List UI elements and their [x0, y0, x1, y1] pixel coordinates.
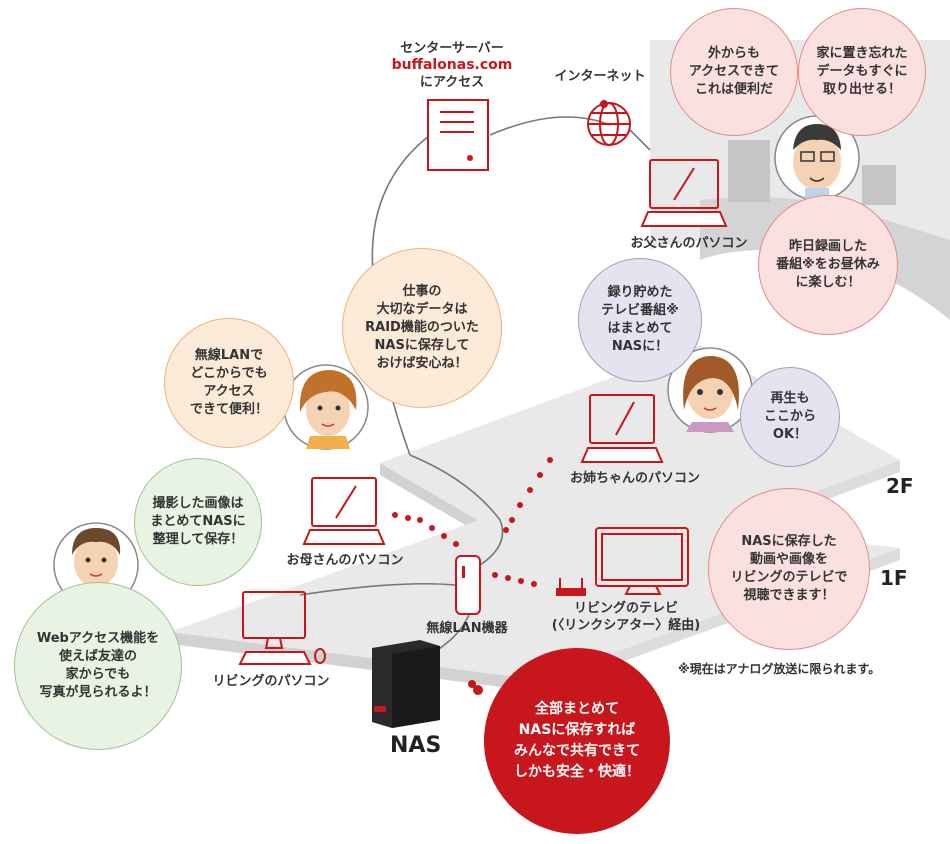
- sister-pc-label: お姉ちゃんのパソコン: [569, 471, 700, 486]
- bubble-tv-view: NASに保存した 動画や画像を リビングのテレビで 視聴できます！: [708, 488, 870, 650]
- bubble-tv-view-text: NASに保存した 動画や画像を リビングのテレビで 視聴できます！: [730, 534, 848, 603]
- living-tv-label-line2: (〈リンクシアター〉経由): [551, 618, 701, 633]
- link-theater-icon: [556, 578, 586, 596]
- bubble-mother-raid: 仕事の 大切なデータは RAID機能のついた NASに保存して おけば安心ね！: [342, 248, 502, 408]
- bubble-father-outside: 外からも アクセスできて これは便利だ: [670, 8, 798, 136]
- father-avatar: [774, 115, 860, 201]
- bubble-father-outside-text: 外からも アクセスできて これは便利だ: [688, 46, 780, 97]
- bubble-father-forgot: 家に置き忘れた データもすぐに 取り出せる！: [798, 8, 926, 136]
- tv-icon: [595, 527, 689, 595]
- floor-label-2f: 2F: [886, 474, 914, 498]
- bubble-sister-play: 再生も ここから OK！: [740, 367, 840, 467]
- bubble-sister-recorded-text: 録り貯めた テレビ番組※ はまとめて NASに！: [601, 285, 679, 354]
- living-pc-label: リビングのパソコン: [212, 674, 330, 689]
- bubble-mother-raid-text: 仕事の 大切なデータは RAID機能のついた NASに保存して おけば安心ね！: [365, 284, 479, 371]
- server-label-line1: センターサーバー: [400, 41, 504, 56]
- bubble-father-recorded: 昨日録画した 番組※をお昼休み に楽しむ！: [758, 195, 898, 335]
- father-pc-icon: [640, 159, 728, 227]
- living-pc-icon: [238, 591, 326, 665]
- bubble-main-message: 全部まとめて NASに保存すれば みんなで共有できて しかも安全・快適！: [484, 648, 670, 834]
- bubble-son-photos-text: 撮影した画像は まとめてNASに 整理して保存！: [150, 496, 246, 547]
- father-pc-label: お父さんのパソコン: [630, 236, 748, 251]
- footnote: ※現在はアナログ放送に限られます。: [678, 662, 881, 676]
- mother-avatar: [283, 364, 369, 450]
- bubble-father-recorded-text: 昨日録画した 番組※をお昼休み に楽しむ！: [776, 239, 880, 290]
- living-tv-label-line1: リビングのテレビ: [573, 601, 678, 616]
- nas-device-icon: [372, 640, 440, 728]
- bubble-sister-play-text: 再生も ここから OK！: [763, 391, 816, 442]
- wireless-signals: [392, 457, 553, 695]
- server-label-line3: にアクセス: [419, 75, 485, 90]
- server-brand: buffalonas.com: [391, 57, 513, 73]
- bubble-main-message-text: 全部まとめて NASに保存すれば みんなで共有できて しかも安全・快適！: [514, 701, 640, 780]
- mother-pc-icon: [302, 477, 386, 545]
- bubble-father-forgot-text: 家に置き忘れた データもすぐに 取り出せる！: [816, 46, 908, 97]
- nas-label: NAS: [390, 733, 442, 758]
- bubble-mother-wireless-text: 無線LANで どこからでも アクセス できて便利！: [189, 348, 268, 417]
- bubble-son-photos: 撮影した画像は まとめてNASに 整理して保存！: [134, 458, 262, 586]
- globe-icon: [587, 100, 631, 146]
- sister-pc-icon: [580, 394, 664, 463]
- server-label: センターサーバー buffalonas.com にアクセス: [380, 40, 524, 91]
- server-icon: [427, 99, 489, 171]
- mother-pc-label: お母さんのパソコン: [286, 553, 404, 568]
- wireless-lan-label: 無線LAN機器: [426, 621, 508, 636]
- bubble-sister-recorded: 録り貯めた テレビ番組※ はまとめて NASに！: [578, 258, 702, 382]
- floor-label-1f: 1F: [880, 566, 908, 590]
- bubble-mother-wireless: 無線LANで どこからでも アクセス できて便利！: [164, 318, 294, 448]
- wireless-router-icon: [455, 555, 481, 615]
- bubble-son-web: Webアクセス機能を 使えば友達の 家からでも 写真が見られるよ！: [14, 582, 182, 750]
- sister-avatar: [667, 347, 753, 433]
- bubble-son-web-text: Webアクセス機能を 使えば友達の 家からでも 写真が見られるよ！: [36, 631, 160, 700]
- internet-label: インターネット: [554, 69, 646, 84]
- living-tv-label: リビングのテレビ (〈リンクシアター〉経由): [536, 600, 716, 634]
